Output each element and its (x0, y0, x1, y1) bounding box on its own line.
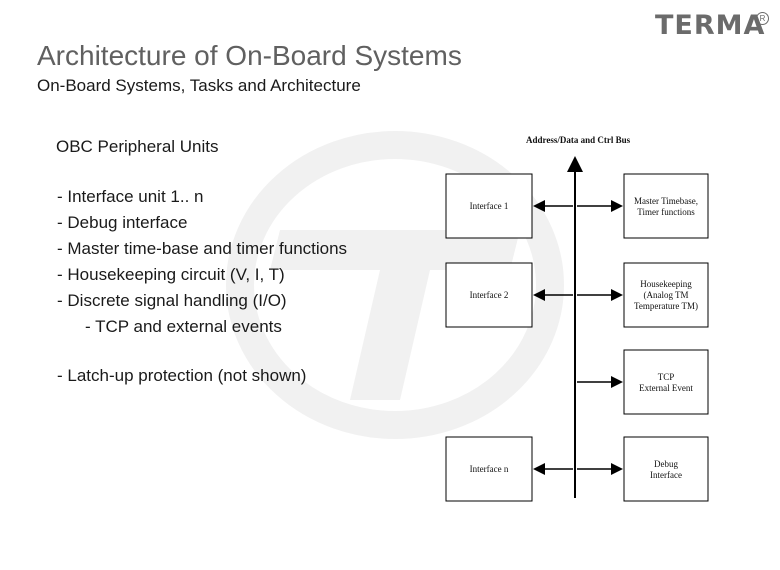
page-subtitle: On-Board Systems, Tasks and Architecture (37, 76, 361, 95)
master-timebase-label-1: Master Timebase, (634, 196, 698, 206)
watermark-logo (226, 131, 564, 439)
bus-label: Address/Data and Ctrl Bus (526, 135, 631, 145)
interface-n-box (445, 436, 533, 502)
tcp-label-2: External Event (639, 383, 693, 393)
page-title: Architecture of On-Board Systems (37, 40, 462, 71)
interface-1-box (445, 173, 533, 239)
housekeeping-label-2: (Analog TM (643, 290, 688, 300)
debug-label-2: Interface (650, 470, 682, 480)
list-item: - Debug interface (57, 213, 188, 232)
brand-logo: TERMA (655, 10, 766, 41)
list-sub-item: - TCP and external events (85, 317, 282, 336)
section-heading: OBC Peripheral Units (56, 137, 219, 156)
interface-n-label: Interface n (470, 464, 509, 474)
list-item: - Housekeeping circuit (V, I, T) (57, 265, 285, 284)
list-item: - Interface unit 1.. n (57, 187, 204, 206)
debug-label-1: Debug (654, 459, 678, 469)
housekeeping-box (623, 262, 709, 328)
master-timebase-box (623, 173, 709, 239)
interface-2-box (445, 262, 533, 328)
housekeeping-label-1: Housekeeping (640, 279, 692, 289)
debug-interface-box (623, 436, 709, 502)
registered-mark-icon: R (756, 12, 769, 25)
list-item: - Discrete signal handling (I/O) (57, 291, 287, 310)
interface-2-label: Interface 2 (470, 290, 509, 300)
latchup-note: - Latch-up protection (not shown) (57, 366, 307, 385)
peripheral-unit-list: - Interface unit 1.. n - Debug interface… (57, 184, 347, 340)
tcp-external-event-box (623, 349, 709, 415)
housekeeping-label-3: Temperature TM) (634, 301, 698, 311)
interface-1-label: Interface 1 (470, 201, 509, 211)
master-timebase-label-2: Timer functions (637, 207, 695, 217)
list-item: - Master time-base and timer functions (57, 239, 348, 258)
tcp-label-1: TCP (658, 372, 675, 382)
